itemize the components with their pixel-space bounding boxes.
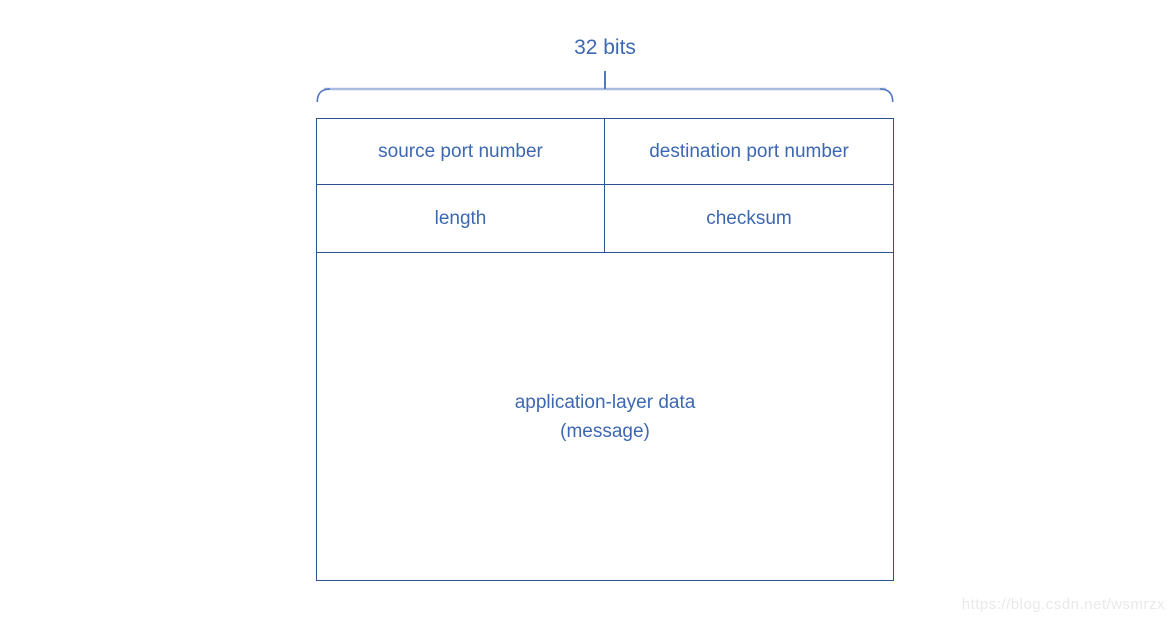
field-checksum: checksum (605, 185, 893, 253)
watermark: https://blog.csdn.net/wsmrzx (961, 596, 1165, 613)
field-destination-port: destination port number (605, 119, 893, 185)
field-length: length (317, 185, 605, 253)
width-brace (316, 68, 894, 104)
field-application-data: application-layer data (message) (317, 253, 893, 580)
brace-graphic (316, 71, 894, 103)
application-data-line2: (message) (560, 420, 650, 442)
application-data-line1: application-layer data (514, 391, 696, 413)
bits-width-label: 32 bits (574, 36, 636, 59)
field-source-port: source port number (317, 119, 605, 185)
udp-segment-table: source port number destination port numb… (316, 118, 894, 581)
